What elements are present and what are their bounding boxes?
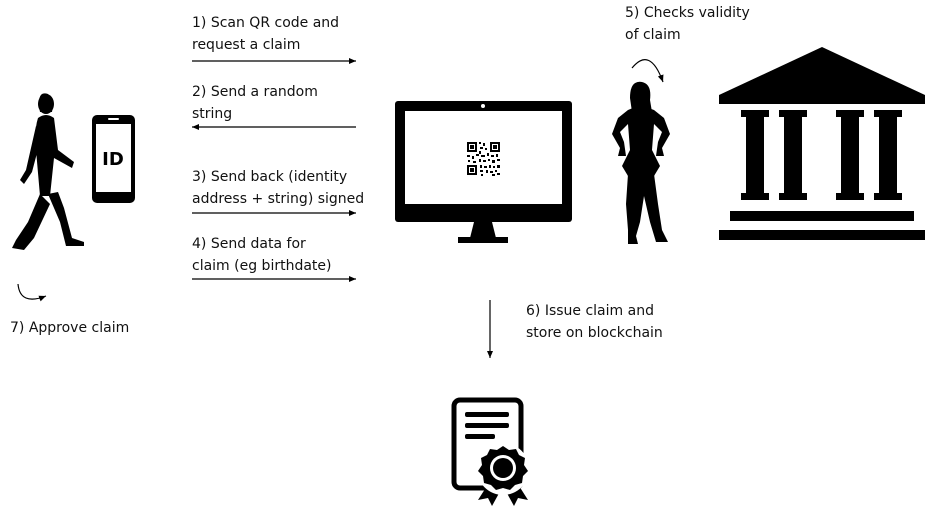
verifier-person-icon [612,81,670,244]
step6-line1: 6) Issue claim and [526,303,654,319]
step7-line1: 7) Approve claim [10,320,130,336]
approve-curved-arrow [17,283,47,302]
step5-line1: 5) Checks validity [625,5,750,21]
qr-code-icon [467,142,500,176]
step3-label: 3) Send back (identity address + string)… [192,166,364,210]
step1-line1: 1) Scan QR code and [192,15,340,31]
computer-monitor-icon [395,101,572,243]
step5-label: 5) Checks validity of claim [625,2,750,46]
bank-building-icon [719,47,925,240]
step1-line2: request a claim [192,37,301,53]
step2-line2: string [192,106,233,122]
step2-label: 2) Send a random string [192,81,318,125]
step4-line1: 4) Send data for [192,236,306,252]
step3-line1: 3) Send back (identity [192,169,348,185]
step1-label: 1) Scan QR code and request a claim [192,12,339,56]
certificate-icon [451,397,529,506]
step7-label: 7) Approve claim [10,317,129,339]
step4-label: 4) Send data for claim (eg birthdate) [192,233,331,277]
step6-line2: store on blockchain [526,325,663,341]
step2-line1: 2) Send a random [192,84,318,100]
step4-line2: claim (eg birthdate) [192,258,332,274]
phone-id-badge: ID [102,149,124,170]
step6-label: 6) Issue claim and store on blockchain [526,300,663,344]
step5-line2: of claim [625,27,681,43]
user-walking-icon [12,93,84,250]
step3-line2: address + string) signed [192,191,365,207]
checks-validity-curved-arrow [631,59,664,83]
phone-icon: ID [92,115,135,203]
